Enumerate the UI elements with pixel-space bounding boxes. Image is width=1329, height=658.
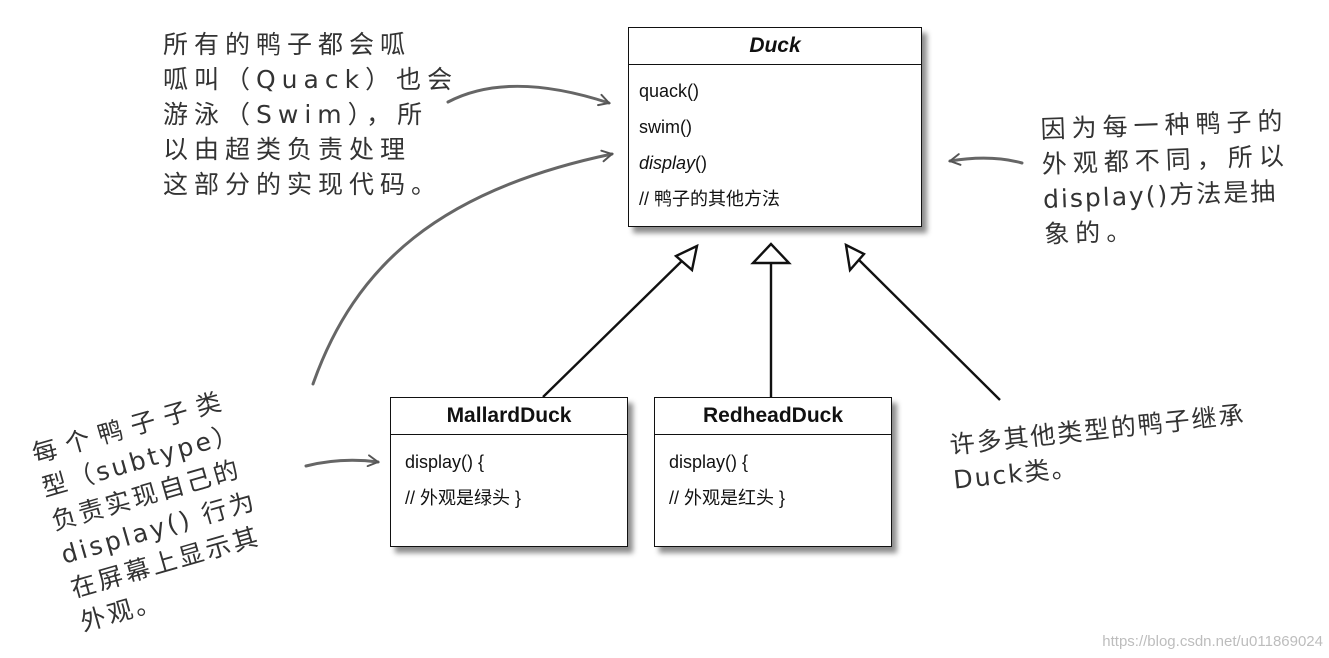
redheadduck-class-box: RedheadDuck display() { // 外观是红头 } xyxy=(654,397,892,547)
display-method-abstract-name: display xyxy=(639,153,696,173)
redheadduck-members: display() { // 外观是红头 } xyxy=(655,435,891,516)
note-right: 因为每一种鸭子的 外观都不同，所以 display()方法是抽 象的。 xyxy=(1040,103,1293,252)
pointer-arrow-right xyxy=(948,153,1024,166)
inheritance-edge-others xyxy=(844,242,1001,401)
mallardduck-class-box: MallardDuck display() { // 外观是绿头 } xyxy=(390,397,628,547)
watermark-url: https://blog.csdn.net/u011869024 xyxy=(1102,633,1323,650)
duck-class-members: quack() swim() display() // 鸭子的其他方法 xyxy=(629,65,921,217)
inheritance-edge-redhead xyxy=(750,242,792,397)
duck-method-display: display() xyxy=(639,153,708,173)
duck-other-methods-comment: // 鸭子的其他方法 xyxy=(639,189,781,209)
note-top-left-line: 游泳（Swim），所 xyxy=(163,100,429,129)
duck-method-swim: swim() xyxy=(639,117,692,137)
redheadduck-class-name: RedheadDuck xyxy=(655,398,891,435)
mallardduck-members: display() { // 外观是绿头 } xyxy=(391,435,627,516)
note-top-left-line: 所有的鸭子都会呱 xyxy=(163,30,412,59)
mallardduck-display-comment: // 外观是绿头 } xyxy=(405,488,522,508)
note-top-left-line: 这部分的实现代码。 xyxy=(163,170,443,199)
inheritance-edge-mallard xyxy=(542,243,699,398)
duck-class-box: Duck quack() swim() display() // 鸭子的其他方法 xyxy=(628,27,922,227)
redheadduck-display-method: display() { xyxy=(669,452,749,472)
pointer-arrow-top-left xyxy=(446,84,611,107)
pointer-arrow-to-mallard xyxy=(304,454,380,468)
note-top-left-line: 呱叫（Quack）也会 xyxy=(163,65,459,94)
note-top-left-line: 以由超类负责处理 xyxy=(163,135,412,164)
duck-class-name: Duck xyxy=(629,28,921,65)
redheadduck-display-comment: // 外观是红头 } xyxy=(669,488,786,508)
mallardduck-class-name: MallardDuck xyxy=(391,398,627,435)
duck-method-quack: quack() xyxy=(639,81,700,101)
mallardduck-display-method: display() { xyxy=(405,452,485,472)
note-top-left: 所有的鸭子都会呱 呱叫（Quack）也会 游泳（Swim），所 以由超类负责处理… xyxy=(163,27,458,202)
pointer-arrow-bottom-left xyxy=(311,149,614,386)
